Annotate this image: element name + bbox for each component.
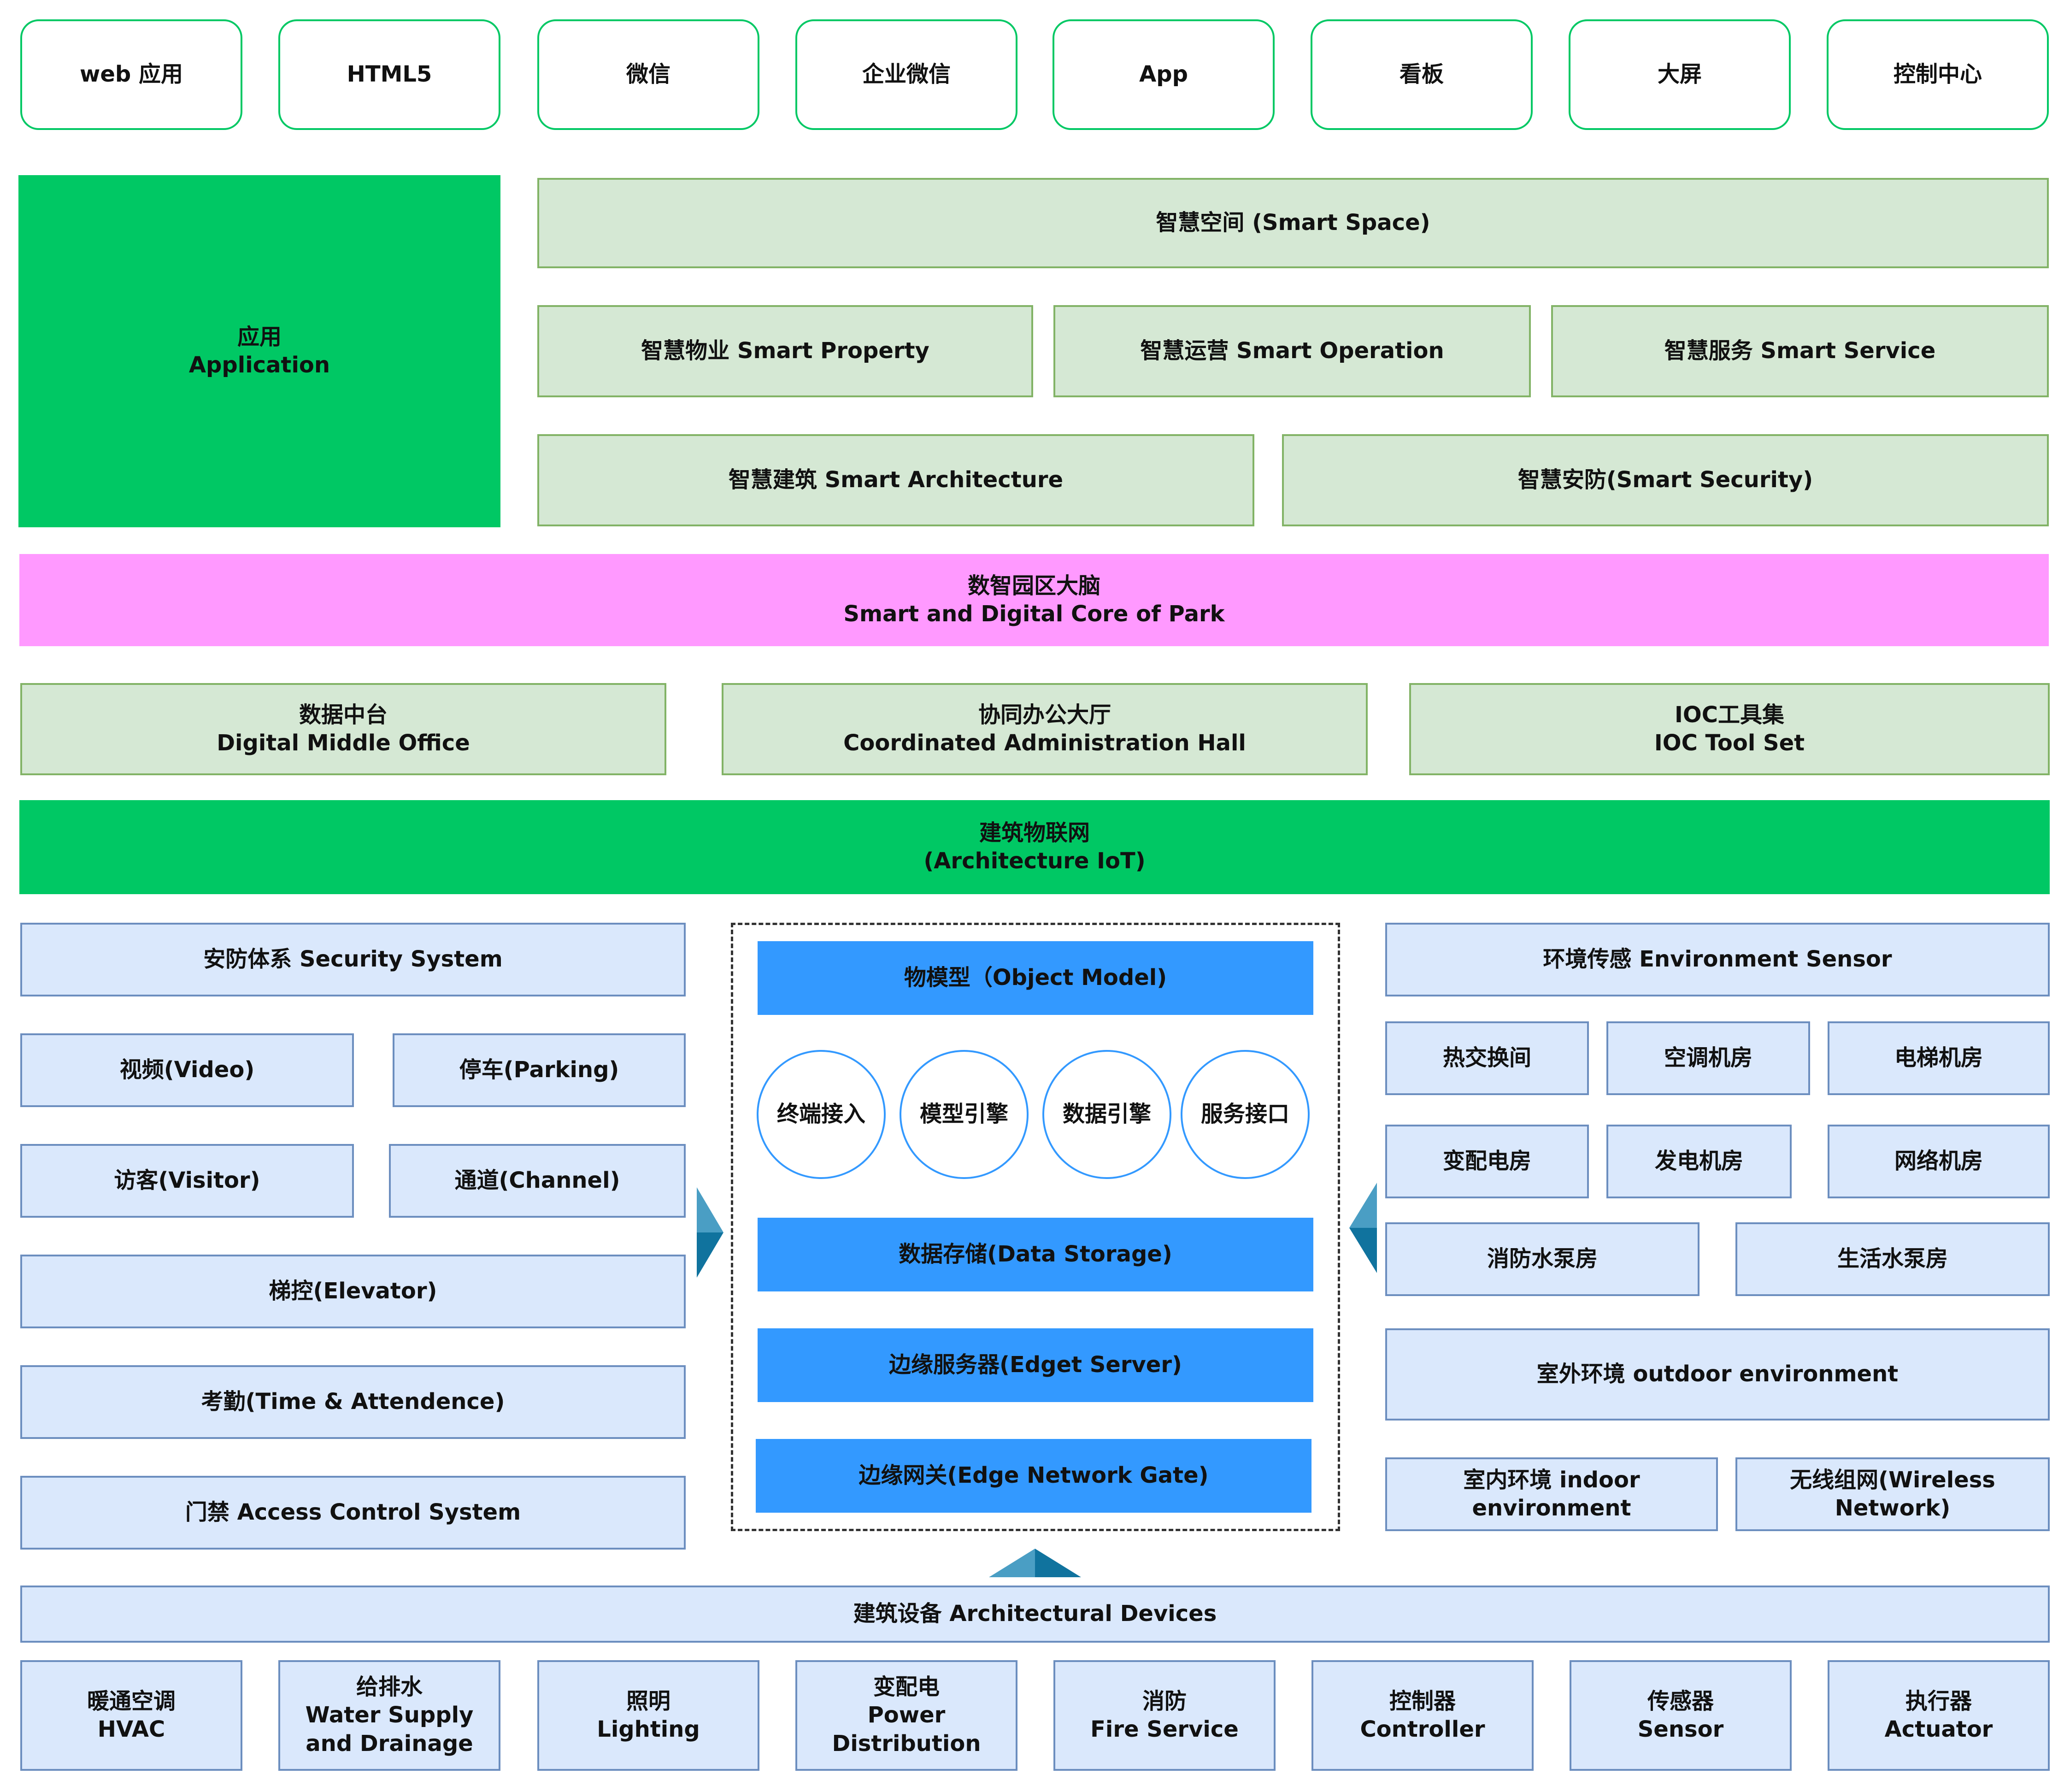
park-core: 数智园区大脑 Smart and Digital Core of Park [19, 554, 2049, 646]
smart-security: 智慧安防(Smart Security) [1282, 434, 2049, 526]
client-enterprise-wechat: 企业微信 [795, 19, 1017, 130]
terminal-access-circle: 终端接入 [757, 1050, 886, 1179]
smart-operation: 智慧运营 Smart Operation [1053, 305, 1531, 397]
service-interface-circle: 服务接口 [1181, 1050, 1310, 1179]
air-conditioning-room: 空调机房 [1606, 1021, 1810, 1095]
heat-exchange-room: 热交换间 [1385, 1021, 1589, 1095]
smart-architecture: 智慧建筑 Smart Architecture [537, 434, 1254, 526]
elevator-box: 梯控(Elevator) [20, 1255, 686, 1328]
visitor-box: 访客(Visitor) [20, 1144, 354, 1218]
generator-room: 发电机房 [1606, 1125, 1792, 1198]
security-system-title: 安防体系 Security System [20, 923, 686, 996]
indoor-environment: 室内环境 indoor environment [1385, 1457, 1718, 1531]
outdoor-environment: 室外环境 outdoor environment [1385, 1328, 2050, 1421]
data-storage: 数据存储(Data Storage) [758, 1218, 1313, 1291]
parking-box: 停车(Parking) [393, 1033, 686, 1107]
device-water-supply: 给排水 Water Supply and Drainage [278, 1660, 500, 1771]
domestic-pump-room: 生活水泵房 [1735, 1222, 2050, 1296]
smart-property: 智慧物业 Smart Property [537, 305, 1033, 397]
client-wechat: 微信 [537, 19, 759, 130]
client-control-center: 控制中心 [1827, 19, 2049, 130]
access-control-box: 门禁 Access Control System [20, 1476, 686, 1550]
edge-server: 边缘服务器(Edget Server) [758, 1328, 1313, 1402]
object-model: 物模型（Object Model) [758, 941, 1313, 1015]
wireless-network: 无线组网(Wireless Network) [1735, 1457, 2050, 1531]
device-actuator: 执行器 Actuator [1828, 1660, 2050, 1771]
digital-middle-office: 数据中台 Digital Middle Office [20, 683, 666, 775]
power-distribution-room: 变配电房 [1385, 1125, 1589, 1198]
device-hvac: 暖通空调 HVAC [20, 1660, 242, 1771]
smart-service: 智慧服务 Smart Service [1551, 305, 2049, 397]
edge-network-gate: 边缘网关(Edge Network Gate) [756, 1439, 1311, 1513]
attendance-box: 考勤(Time & Attendence) [20, 1365, 686, 1439]
client-dashboard: 看板 [1311, 19, 1533, 130]
application-label: 应用 Application [18, 175, 500, 527]
up-arrow-icon [989, 1549, 1081, 1577]
architecture-iot: 建筑物联网 (Architecture IoT) [19, 800, 2050, 894]
device-fire-service: 消防 Fire Service [1053, 1660, 1276, 1771]
elevator-machine-room: 电梯机房 [1828, 1021, 2050, 1095]
device-sensor: 传感器 Sensor [1570, 1660, 1792, 1771]
device-controller: 控制器 Controller [1311, 1660, 1534, 1771]
network-room: 网络机房 [1828, 1125, 2050, 1198]
iot-core-container [731, 923, 1340, 1531]
device-lighting: 照明 Lighting [537, 1660, 759, 1771]
coordinated-administration-hall: 协同办公大厅 Coordinated Administration Hall [722, 683, 1368, 775]
smart-space: 智慧空间 (Smart Space) [537, 178, 2049, 268]
device-power-distribution: 变配电 Power Distribution [795, 1660, 1017, 1771]
video-box: 视频(Video) [20, 1033, 354, 1107]
right-arrow-icon [1349, 1183, 1377, 1273]
client-app: App [1053, 19, 1275, 130]
client-big-screen: 大屏 [1569, 19, 1791, 130]
model-engine-circle: 模型引擎 [900, 1050, 1029, 1179]
architectural-devices-title: 建筑设备 Architectural Devices [20, 1586, 2050, 1643]
channel-box: 通道(Channel) [389, 1144, 686, 1218]
client-web-app: web 应用 [20, 19, 242, 130]
environment-sensor-title: 环境传感 Environment Sensor [1385, 923, 2050, 996]
left-arrow-icon [697, 1187, 723, 1278]
data-engine-circle: 数据引擎 [1042, 1050, 1171, 1179]
client-html5: HTML5 [278, 19, 500, 130]
ioc-tool-set: IOC工具集 IOC Tool Set [1409, 683, 2050, 775]
fire-pump-room: 消防水泵房 [1385, 1222, 1700, 1296]
